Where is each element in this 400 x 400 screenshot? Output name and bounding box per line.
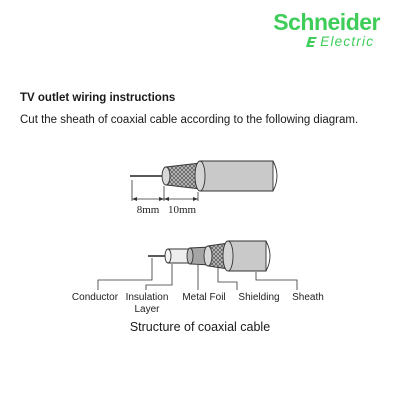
shielding-end [203,245,213,267]
metal-foil-end [186,247,194,265]
outer-sheath-end [222,240,234,272]
logo-sub-text-row: Electric [273,35,380,49]
dimension-label-8mm: 8mm [137,204,160,216]
logo-sub-text: Electric [320,34,375,49]
label-sheath: Sheath [292,292,324,303]
instruction-text: Cut the sheath of coaxial cable accordin… [20,114,359,126]
label-insulation-line2: Layer [134,304,160,315]
conductor-leader [97,258,153,290]
dimension-label-10mm: 10mm [168,204,197,216]
schneider-electric-logo: Schneider Electric [273,10,380,49]
label-insulation-line1: Insulation [126,292,169,303]
sheath-cut-edge [265,240,271,272]
outer-sheath [227,240,267,272]
label-conductor: Conductor [72,292,119,303]
page-heading: TV outlet wiring instructions [20,92,176,104]
top-braid-end [161,166,171,186]
leader-lines [97,258,298,290]
logo-mark-icon [306,37,318,47]
label-metal-foil: Metal Foil [182,292,225,303]
top-sheath [199,160,274,192]
diagram-caption: Structure of coaxial cable [129,320,271,334]
dimension-markers [131,180,199,201]
logo-brand-text: Schneider [273,9,380,35]
cable-structure-figure [148,240,271,272]
insulation-leader [145,264,173,290]
label-shielding: Shielding [238,292,279,303]
sheath-leader [255,272,298,290]
stripped-cable-figure [130,160,278,192]
top-sheath-cut-edge [272,160,278,192]
top-sheath-end [194,160,206,192]
insulation-end [164,248,172,264]
shielding-leader [217,268,238,290]
